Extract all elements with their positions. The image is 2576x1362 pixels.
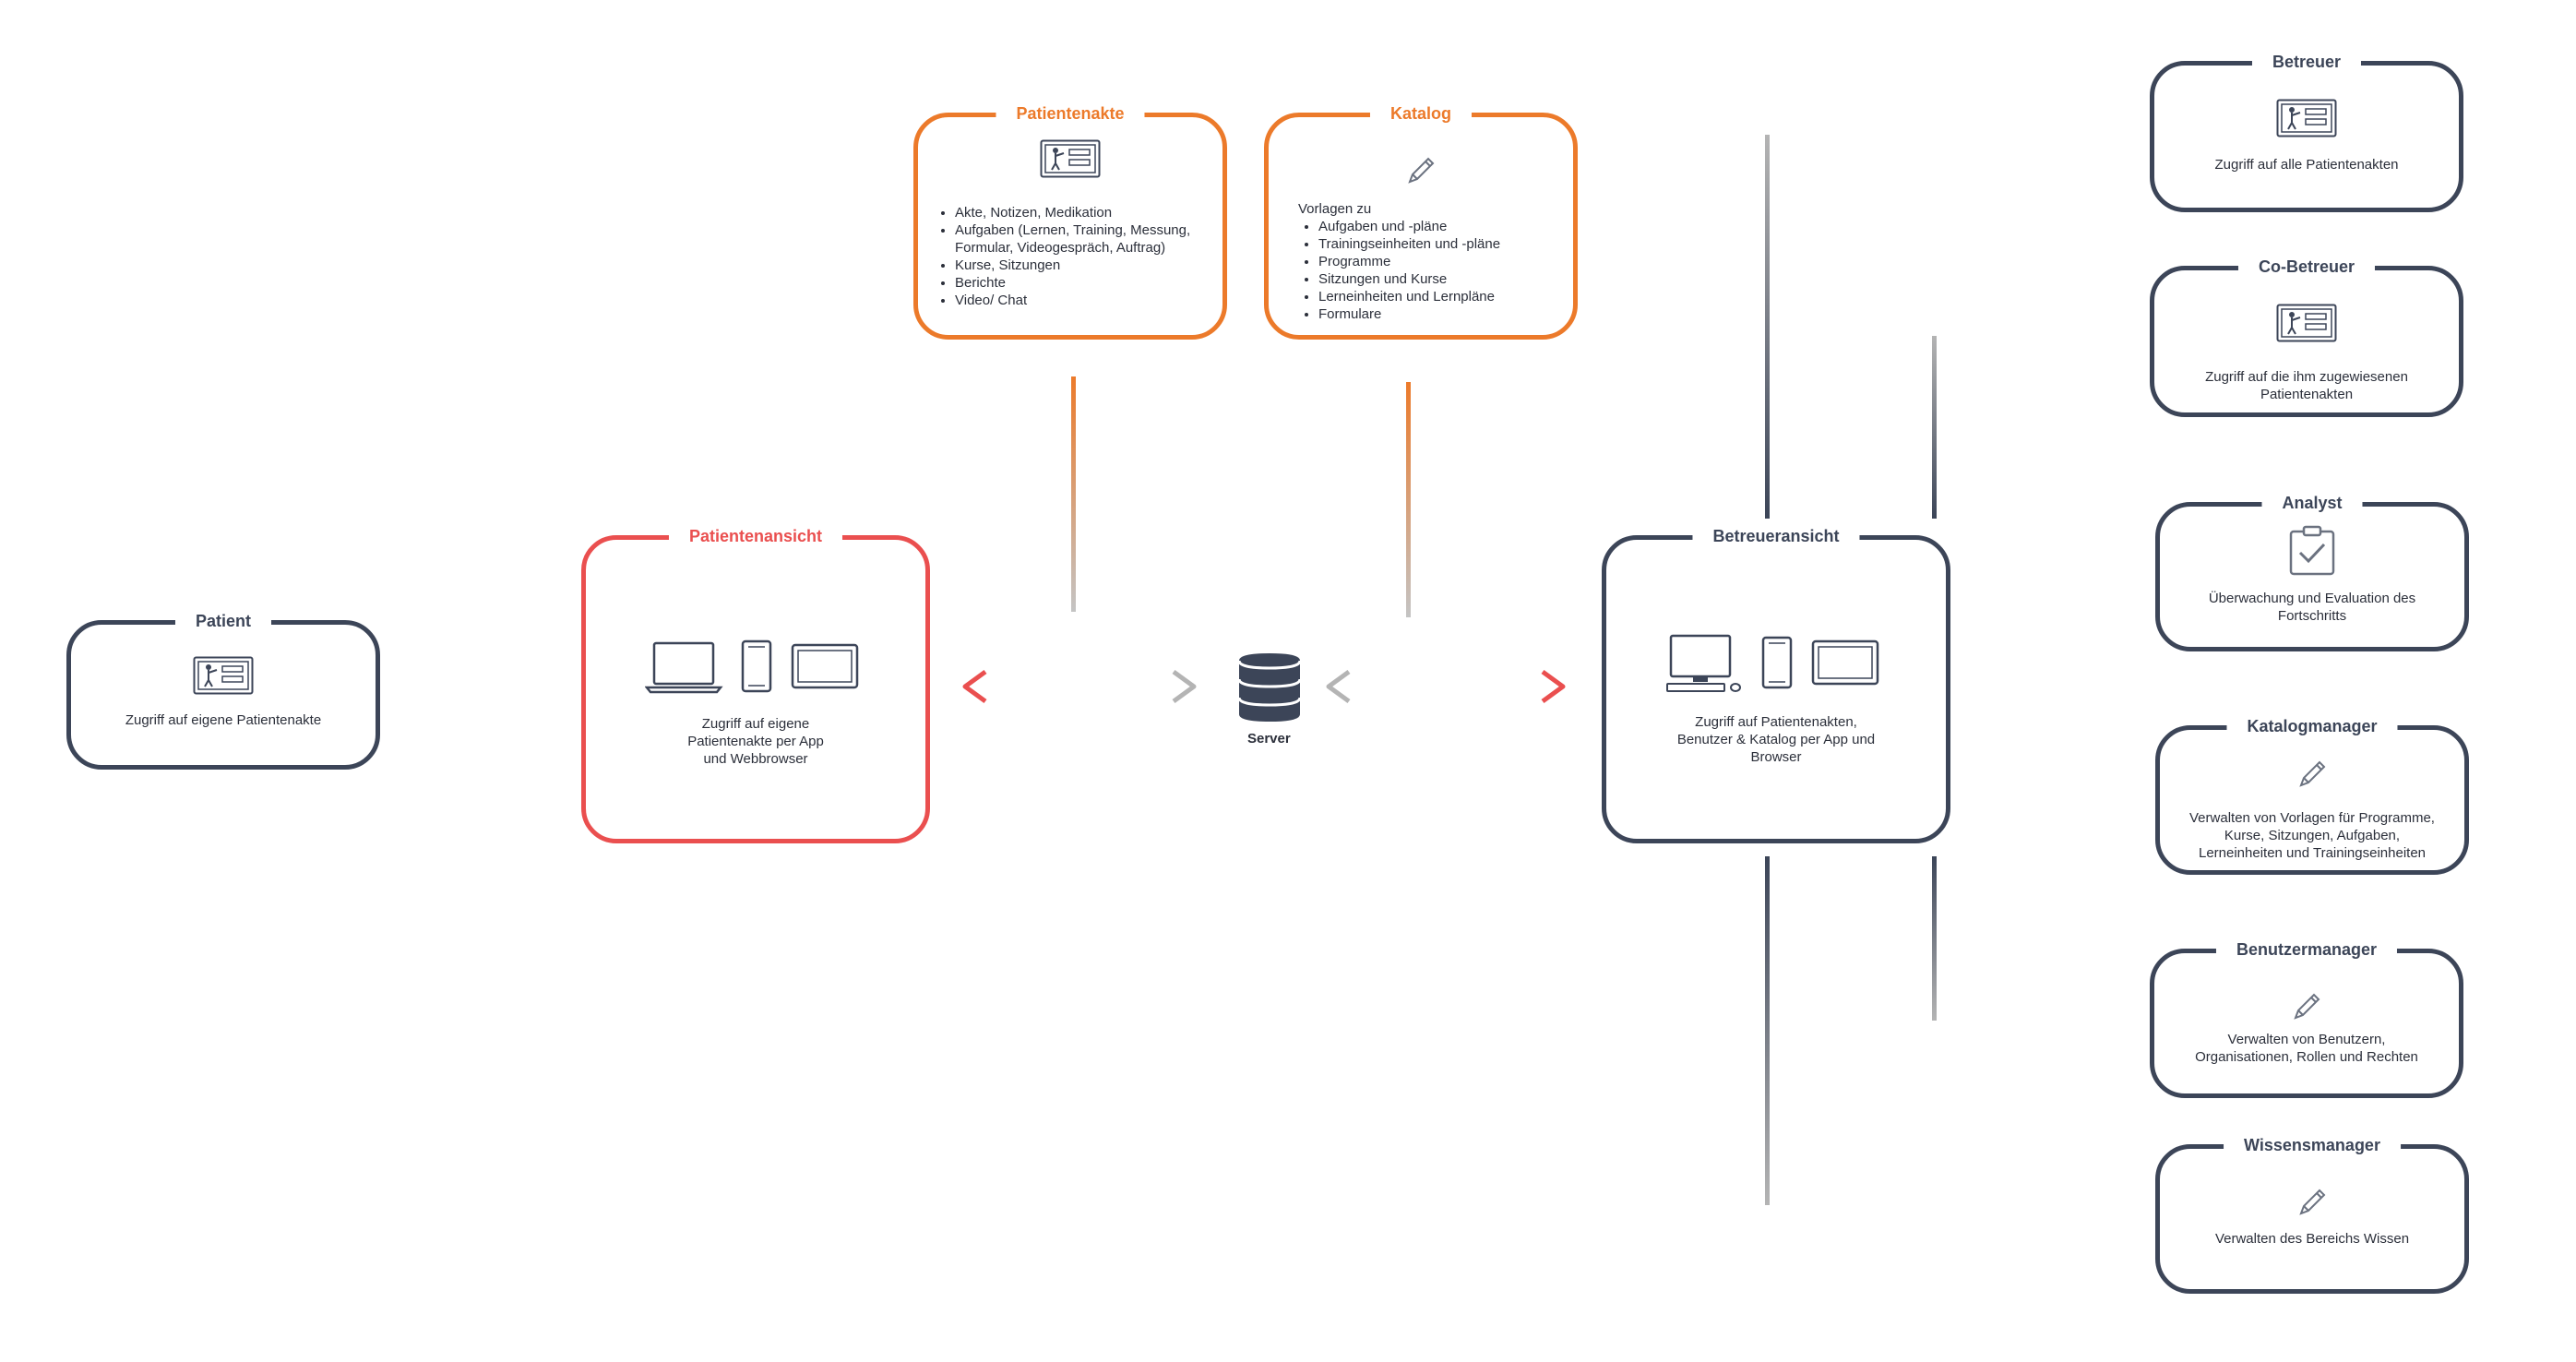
left-double-arrow (962, 669, 1197, 704)
devices-icon (1666, 634, 1879, 692)
wissensmanager-connector-v (1765, 856, 1770, 1205)
katalog-connector (1406, 382, 1411, 617)
pencil-icon (2299, 1189, 2326, 1215)
katalog-list: Vorlagen zu Aufgaben und -pläne Training… (1298, 200, 1558, 323)
box-title: Co-Betreuer (2237, 255, 2376, 279)
benutzermanager-connector-v (1932, 856, 1937, 1021)
patient-record-icon (2276, 99, 2337, 137)
pencil-icon (2294, 993, 2320, 1020)
role-analyst-box: Analyst Überwachung und Evaluation des F… (2155, 491, 2469, 651)
box-title: Wissensmanager (2224, 1133, 2401, 1157)
role-benutzermanager-box: Benutzermanager Verwalten von Benutzern,… (2150, 938, 2463, 1098)
box-title: Katalog (1369, 102, 1473, 125)
database-icon (1237, 653, 1302, 722)
patientenakte-connector (1071, 376, 1076, 612)
betreuer-connector-v (1765, 135, 1770, 519)
katalog-box: Katalog Vorlagen zu Aufgaben und -pläne … (1264, 102, 1578, 340)
box-title: Benutzermanager (2215, 938, 2398, 962)
tablet-icon (791, 643, 859, 689)
phone-icon (1761, 636, 1793, 689)
list-item: Kurse, Sitzungen (955, 257, 1208, 274)
betreueransicht-text: Zugriff auf Patientenakten, Benutzer & K… (1676, 714, 1876, 765)
list-item: Lerneinheiten und Lernpläne (1318, 288, 1558, 305)
role-text: Verwalten von Benutzern, Organisationen,… (2195, 1032, 2418, 1065)
desktop-icon (1666, 634, 1741, 692)
box-title: Betreuer (2251, 50, 2362, 74)
pencil-icon (1408, 157, 1435, 184)
box-title: Patientenansicht (668, 524, 843, 548)
patientenansicht-text: Zugriff auf eigene Patientenakte per App… (687, 716, 824, 767)
patientenakte-box: Patientenakte Akte, Notizen, Medikation … (913, 102, 1227, 340)
laptop-icon (645, 641, 723, 694)
list-item: Akte, Notizen, Medikation (955, 204, 1208, 221)
tablet-icon (1811, 639, 1879, 686)
server-label: Server (1247, 731, 1291, 747)
pencil-icon (2299, 760, 2326, 787)
role-text: Überwachung und Evaluation des Fortschri… (2208, 591, 2416, 624)
role-katalogmanager-box: Katalogmanager Verwalten von Vorlagen fü… (2155, 714, 2469, 875)
patientenansicht-box: Patientenansicht Zugriff auf eigene Pati… (581, 524, 930, 843)
list-item: Video/ Chat (955, 292, 1208, 309)
katalog-intro: Vorlagen zu (1298, 201, 1372, 217)
patientenakte-list: Akte, Notizen, Medikation Aufgaben (Lern… (935, 204, 1208, 309)
role-wissensmanager-box: Wissensmanager Verwalten des Bereichs Wi… (2155, 1133, 2469, 1294)
cobetreuer-connector-v (1932, 336, 1937, 519)
role-text: Verwalten von Vorlagen für Programme, Ku… (2189, 810, 2435, 861)
list-item: Aufgaben (Lernen, Training, Messung, For… (955, 221, 1208, 257)
box-title: Analyst (2261, 491, 2363, 515)
right-double-arrow (1326, 669, 1566, 704)
patient-box: Patient Zugriff auf eigene Patientenakte (66, 609, 380, 770)
role-co-betreuer-box: Co-Betreuer Zugriff auf die ihm zugewies… (2150, 255, 2463, 417)
patient-record-icon (1040, 139, 1101, 178)
role-text: Zugriff auf die ihm zugewiesenen Patient… (2205, 369, 2408, 402)
box-title: Patientenakte (996, 102, 1145, 125)
role-betreuer-box: Betreuer Zugriff auf alle Patientenakten (2150, 50, 2463, 212)
box-title: Patient (174, 609, 272, 633)
list-item: Formulare (1318, 305, 1558, 323)
clipboard-check-icon (2289, 525, 2335, 576)
list-item: Programme (1318, 253, 1558, 270)
list-item: Sitzungen und Kurse (1318, 270, 1558, 288)
box-title: Betreueransicht (1692, 524, 1860, 548)
role-text: Zugriff auf alle Patientenakten (2214, 157, 2399, 173)
patient-text: Zugriff auf eigene Patientenakte (125, 712, 322, 728)
devices-icon (645, 639, 859, 694)
patient-record-icon (2276, 304, 2337, 342)
list-item: Berichte (955, 274, 1208, 292)
role-text: Verwalten des Bereichs Wissen (2214, 1231, 2410, 1247)
patient-record-icon (193, 656, 254, 695)
phone-icon (741, 639, 772, 693)
box-title: Katalogmanager (2226, 714, 2398, 738)
list-item: Trainingseinheiten und -pläne (1318, 235, 1558, 253)
betreueransicht-box: Betreueransicht Zugriff auf Patientenakt… (1602, 524, 1950, 843)
list-item: Aufgaben und -pläne (1318, 218, 1558, 235)
